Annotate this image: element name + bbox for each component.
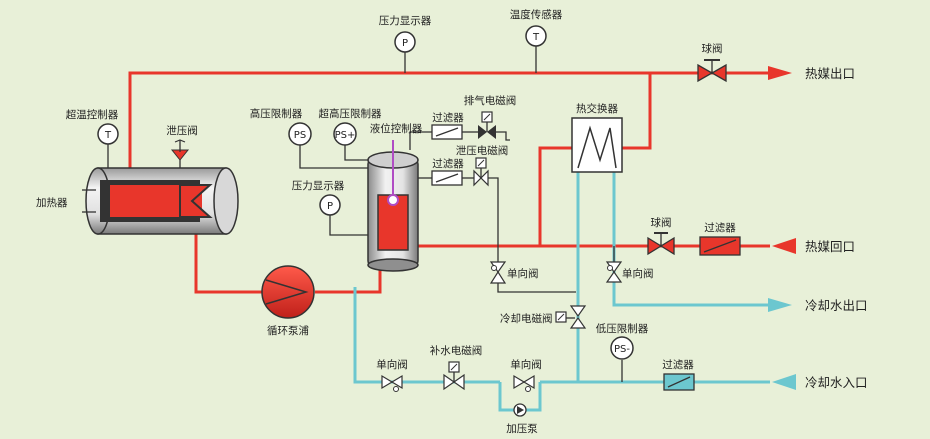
heater-label: 加热器 bbox=[36, 196, 68, 209]
filter-relief-icon bbox=[431, 170, 463, 186]
svg-text:T: T bbox=[532, 32, 540, 43]
pressure-display-top-label: 压力显示器 bbox=[379, 14, 432, 27]
pressure-display-mid-gauge: P bbox=[319, 194, 341, 216]
ball-valve-top-label: 球阀 bbox=[702, 42, 723, 55]
filter-inlet-icon bbox=[663, 373, 695, 391]
check-valve-right-icon bbox=[605, 261, 623, 283]
check-valve-bottom-label: 单向阀 bbox=[510, 358, 542, 371]
svg-text:PS: PS bbox=[294, 130, 306, 141]
pressure-display-top-gauge: P bbox=[394, 31, 416, 53]
temp-sensor-label: 温度传感器 bbox=[510, 8, 563, 21]
check-valve-bottom-icon bbox=[513, 374, 535, 392]
circulation-pump-icon bbox=[261, 265, 315, 319]
cooling-solenoid-label: 冷却电磁阀 bbox=[500, 312, 553, 325]
ball-valve-return-label: 球阀 bbox=[651, 216, 672, 229]
filter-vent-label: 过滤器 bbox=[432, 111, 464, 124]
filter-vent-icon bbox=[431, 124, 463, 140]
ball-valve-return-icon bbox=[647, 232, 675, 256]
svg-text:P: P bbox=[327, 201, 333, 212]
expansion-tank bbox=[367, 140, 419, 272]
hp-limit-label: 高压限制器 bbox=[250, 107, 303, 120]
vent-solenoid-label: 排气电磁阀 bbox=[464, 94, 517, 107]
circ-pump-label: 循环泵浦 bbox=[267, 324, 309, 337]
control-lines bbox=[107, 46, 623, 382]
lp-limit-gauge: PS- bbox=[610, 336, 634, 360]
ball-valve-top-icon bbox=[697, 59, 727, 83]
heater bbox=[82, 167, 239, 235]
booster-pump-label: 加压泵 bbox=[506, 423, 538, 435]
booster-pump-icon bbox=[513, 403, 527, 417]
temp-sensor-gauge: T bbox=[525, 25, 547, 47]
svg-text:PS+: PS+ bbox=[335, 130, 356, 141]
hot-outlet-arrow bbox=[768, 66, 792, 80]
makeup-solenoid-label: 补水电磁阀 bbox=[430, 344, 483, 357]
hp-limit-gauge: PS bbox=[288, 122, 312, 146]
svg-text:T: T bbox=[104, 130, 112, 141]
hot-media-return-label: 热媒回口 bbox=[805, 239, 855, 254]
hot-return-arrow bbox=[772, 238, 796, 254]
makeup-solenoid-icon bbox=[443, 361, 465, 391]
labels: 压力显示器 温度传感器 球阀 热媒出口 超温控制器 泄压阀 加热器 高压限制器 … bbox=[36, 8, 868, 435]
svg-text:PS-: PS- bbox=[614, 344, 630, 355]
relief-valve-label: 泄压阀 bbox=[166, 124, 198, 137]
hot-media-out-label: 热媒出口 bbox=[805, 66, 855, 81]
check-valve-mid-label: 单向阀 bbox=[507, 267, 539, 280]
cold-in-arrow bbox=[772, 374, 796, 390]
level-ctrl-label: 液位控制器 bbox=[370, 122, 423, 135]
pressure-display-mid-label: 压力显示器 bbox=[292, 179, 345, 192]
check-valve-right-label: 单向阀 bbox=[622, 267, 654, 280]
overtemp-ctrl-label: 超温控制器 bbox=[66, 108, 119, 121]
svg-text:P: P bbox=[402, 38, 408, 49]
cooling-solenoid-icon bbox=[555, 305, 587, 329]
vent-solenoid-icon bbox=[478, 111, 496, 139]
check-valve-bottom-left-label: 单向阀 bbox=[376, 358, 408, 371]
relief-solenoid-label: 泄压电磁阀 bbox=[456, 144, 509, 157]
filter-return-label: 过滤器 bbox=[704, 221, 736, 234]
cold-out-arrow bbox=[768, 298, 792, 312]
heat-exchanger-label: 热交换器 bbox=[576, 102, 618, 115]
relief-valve-icon bbox=[170, 139, 190, 161]
cooling-water-in-label: 冷却水入口 bbox=[805, 375, 868, 390]
check-valve-bottom-left-icon bbox=[381, 374, 403, 392]
relief-solenoid-icon bbox=[473, 157, 489, 187]
filter-return-icon bbox=[699, 236, 741, 256]
filter-inlet-label: 过滤器 bbox=[662, 358, 694, 371]
uhp-limit-gauge: PS+ bbox=[333, 122, 357, 146]
cooling-water-out-label: 冷却水出口 bbox=[805, 298, 868, 313]
overtemp-gauge: T bbox=[97, 123, 119, 145]
heat-exchanger bbox=[571, 117, 623, 173]
uhp-limit-label: 超高压限制器 bbox=[319, 107, 382, 120]
lp-limit-label: 低压限制器 bbox=[596, 322, 649, 335]
filter-relief-label: 过滤器 bbox=[432, 157, 464, 170]
check-valve-mid-icon bbox=[489, 261, 507, 284]
